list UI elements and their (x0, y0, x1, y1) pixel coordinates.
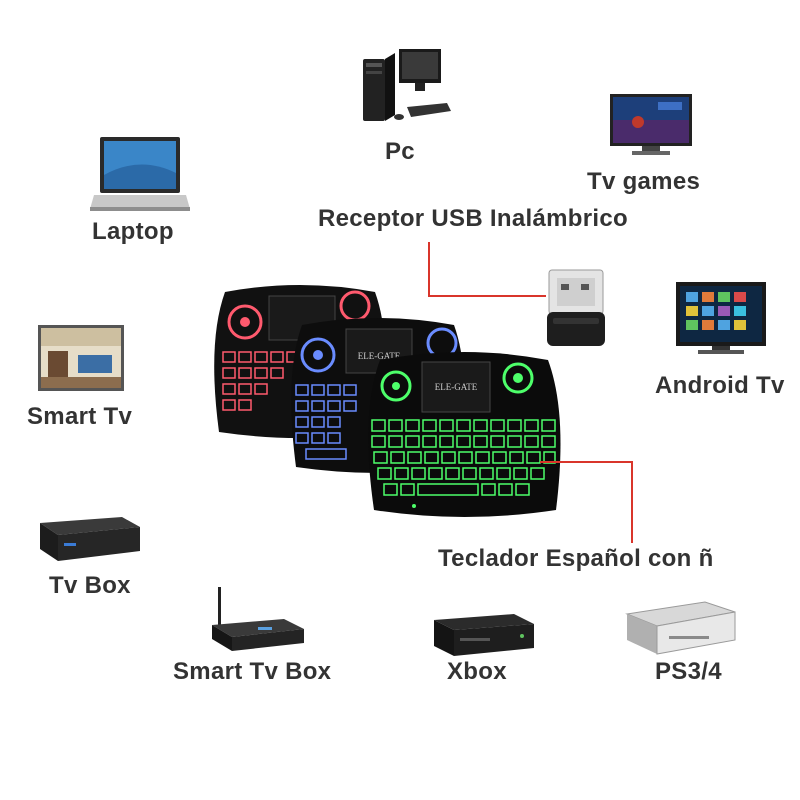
tv-box-image (36, 515, 142, 565)
smart-tv-box-image (208, 585, 306, 657)
spanish-callout-line-horizontal (540, 461, 632, 463)
ps-label: PS3/4 (655, 658, 722, 685)
pc-label: Pc (385, 138, 415, 165)
xbox-label: Xbox (447, 658, 507, 685)
laptop-label: Laptop (92, 218, 174, 245)
smart-tv-box-label: Smart Tv Box (173, 658, 332, 685)
tv-games-image (608, 92, 694, 158)
usb-callout-line-horizontal (428, 295, 546, 297)
usb-receiver-label: Receptor USB Inalámbrico (318, 205, 628, 232)
ps-console-image (625, 600, 737, 658)
tv-games-label: Tv games (587, 168, 701, 195)
usb-callout-line-vertical (428, 242, 430, 297)
spanish-keyboard-label: Teclador Español con ñ (438, 545, 714, 572)
smart-tv-image (38, 325, 124, 391)
android-tv-image (676, 282, 766, 356)
keyboard-green-backlight: ELE-GATE (358, 350, 570, 530)
keyboard-green-brand: ELE-GATE (435, 382, 478, 392)
laptop-image (90, 135, 190, 213)
spanish-callout-line-vertical (631, 461, 633, 543)
tv-box-label: Tv Box (49, 572, 131, 599)
keyboard-blue-brand: ELE-GATE (358, 351, 401, 361)
android-tv-label: Android Tv (655, 372, 785, 399)
usb-receiver-image (545, 268, 607, 350)
xbox-image (430, 610, 536, 660)
pc-image (355, 45, 455, 130)
smart-tv-label: Smart Tv (27, 403, 133, 430)
